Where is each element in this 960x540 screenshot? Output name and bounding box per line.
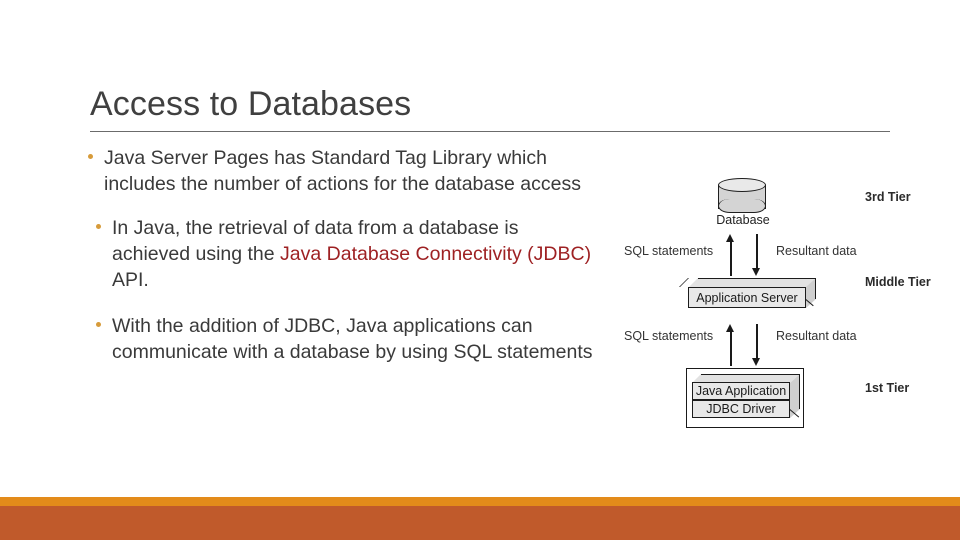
tier-label-3rd: 3rd Tier (865, 190, 911, 204)
edge-label-resultant-bottom: Resultant data (776, 329, 857, 343)
box-top-edge (701, 374, 800, 376)
edge-label-sql-bottom: SQL statements (624, 329, 714, 343)
list-item: With the addition of JDBC, Java applicat… (84, 313, 594, 365)
cylinder-bottom (718, 199, 766, 213)
box-side-face (790, 374, 800, 418)
box-right-edge (814, 278, 816, 299)
arrow-up-top-head (726, 234, 735, 242)
box-top-face (688, 278, 816, 288)
bullet-marker-icon (88, 154, 93, 159)
three-tier-architecture-diagram: Database SQL statements Resultant data A… (600, 172, 950, 434)
tier-label-1st: 1st Tier (865, 381, 910, 395)
edge-label-sql-top: SQL statements (624, 244, 714, 258)
bullet-2-highlight: Java Database Connectivity (JDBC) (280, 243, 592, 265)
arrow-down-top-line (756, 234, 758, 268)
bullet-list: Java Server Pages has Standard Tag Libra… (84, 145, 594, 383)
arrow-up-top-line (730, 242, 732, 276)
footer-bar (0, 506, 960, 540)
box-top-face (692, 374, 800, 383)
bullet-3-text: With the addition of JDBC, Java applicat… (112, 315, 593, 363)
box-top-left-edge (679, 278, 690, 287)
java-application-label: Java Application (692, 382, 790, 400)
box-top-edge (698, 278, 816, 280)
bullet-marker-icon (96, 322, 101, 327)
bullet-2-text-before: In Java, the retrieval of data from a da… (112, 217, 519, 265)
bullet-1-text: Java Server Pages has Standard Tag Libra… (104, 147, 581, 195)
list-item: In Java, the retrieval of data from a da… (84, 215, 594, 293)
database-label: Database (716, 213, 770, 227)
edge-label-resultant-top: Resultant data (776, 244, 857, 258)
bullet-marker-icon (96, 224, 101, 229)
jdbc-driver-label: JDBC Driver (692, 400, 790, 418)
application-server-box: Application Server (679, 278, 816, 308)
box-right-edge (798, 374, 800, 409)
footer-accent-stripe (0, 497, 960, 506)
cylinder-top (718, 178, 766, 192)
application-server-label: Application Server (688, 287, 806, 308)
list-item: Java Server Pages has Standard Tag Libra… (84, 145, 594, 197)
page-title: Access to Databases (90, 85, 412, 123)
title-divider (90, 131, 890, 132)
arrow-down-bottom-line (756, 324, 758, 358)
java-application-box: Java Application JDBC Driver (692, 374, 800, 422)
arrow-down-top-head (752, 268, 761, 276)
arrow-up-bottom-line (730, 332, 732, 366)
arrow-down-bottom-head (752, 358, 761, 366)
box-side-face (806, 278, 816, 308)
arrow-up-bottom-head (726, 324, 735, 332)
database-cylinder-icon (718, 178, 766, 213)
tier-label-middle: Middle Tier (865, 275, 931, 289)
bullet-2-text-after: API. (112, 269, 149, 291)
